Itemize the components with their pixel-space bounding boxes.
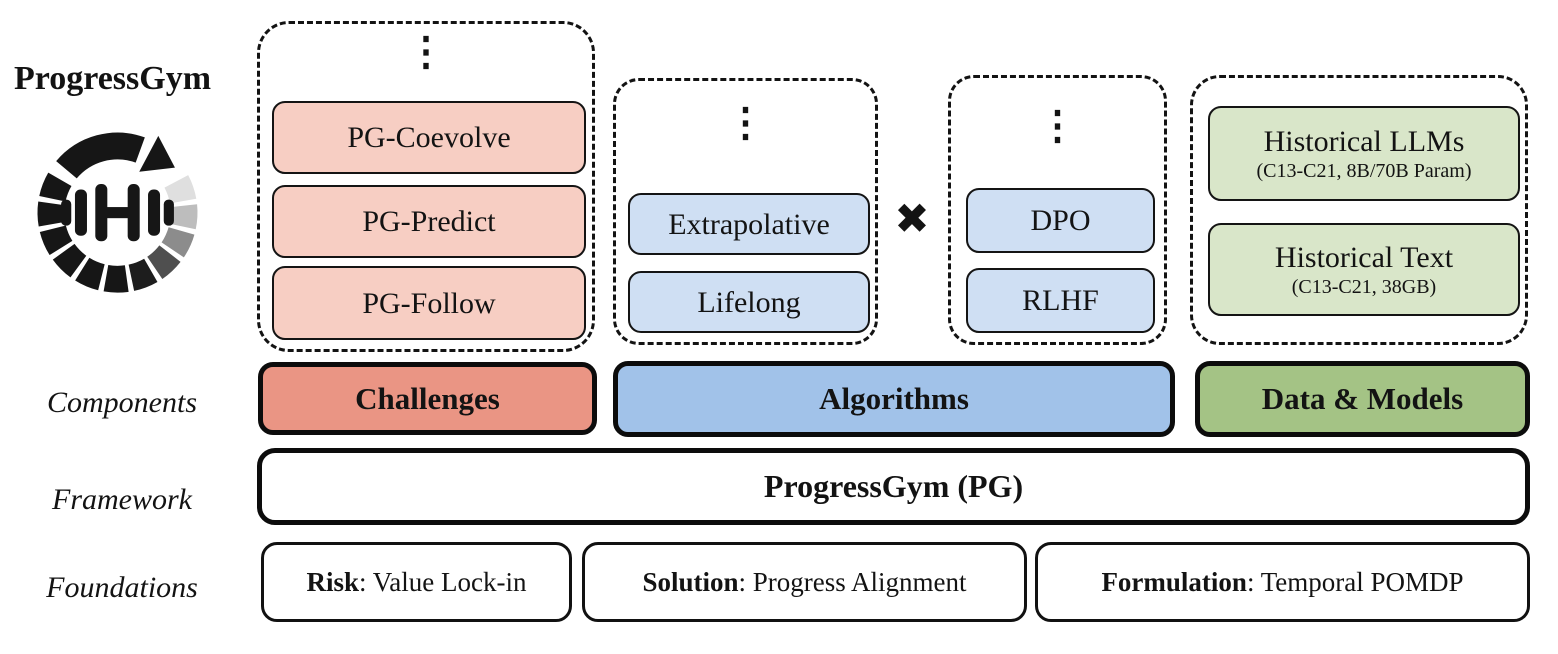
foundations-row-label: Foundations <box>46 571 198 604</box>
vertical-ellipsis-icon: ⋮ <box>725 99 766 146</box>
framework-row-label: Framework <box>52 483 192 516</box>
foundation-solution-box: Solution: Progress Alignment <box>582 542 1027 622</box>
algorithm-method-group: ⋮ DPO RLHF <box>948 75 1167 345</box>
foundation-risk-box: Risk: Value Lock-in <box>261 542 572 622</box>
vertical-ellipsis-icon: ⋮ <box>1037 102 1078 149</box>
algorithm-type-extrapolative: Extrapolative <box>628 193 870 255</box>
data-model-subtitle: (C13-C21, 8B/70B Param) <box>1256 160 1472 182</box>
challenges-group: ⋮ PG-Coevolve PG-Predict PG-Follow <box>257 21 595 352</box>
challenge-item-follow: PG-Follow <box>272 266 586 340</box>
data-models-component-box: Data & Models <box>1195 361 1530 437</box>
components-row-label: Components <box>47 386 197 419</box>
data-model-title: Historical LLMs <box>1263 125 1465 158</box>
foundation-text: : Progress Alignment <box>738 566 967 597</box>
data-model-item-llms: Historical LLMs (C13-C21, 8B/70B Param) <box>1208 106 1520 201</box>
algorithm-type-lifelong: Lifelong <box>628 271 870 333</box>
data-model-item-text: Historical Text (C13-C21, 38GB) <box>1208 223 1520 316</box>
challenge-item-predict: PG-Predict <box>272 185 586 258</box>
framework-box: ProgressGym (PG) <box>257 448 1530 525</box>
data-model-subtitle: (C13-C21, 38GB) <box>1291 276 1437 298</box>
algorithm-type-group: ⋮ Extrapolative Lifelong <box>613 78 878 345</box>
brand-title: ProgressGym <box>13 60 212 97</box>
foundation-text: : Temporal POMDP <box>1246 566 1464 597</box>
foundation-text: : Value Lock-in <box>359 566 527 597</box>
foundation-keyword: Formulation <box>1101 566 1247 597</box>
algorithm-method-rlhf: RLHF <box>966 268 1155 333</box>
foundation-formulation-box: Formulation: Temporal POMDP <box>1035 542 1530 622</box>
challenge-item-coevolve: PG-Coevolve <box>272 101 586 174</box>
data-models-group: Historical LLMs (C13-C21, 8B/70B Param) … <box>1190 75 1528 345</box>
foundation-keyword: Risk <box>306 566 360 597</box>
algorithm-method-dpo: DPO <box>966 188 1155 253</box>
data-model-title: Historical Text <box>1274 241 1454 274</box>
vertical-ellipsis-icon: ⋮ <box>406 28 446 75</box>
challenges-component-box: Challenges <box>258 362 597 435</box>
progressgym-logo <box>37 132 198 293</box>
algorithms-component-box: Algorithms <box>613 361 1175 437</box>
multiply-icon: ✖ <box>894 193 930 243</box>
foundation-keyword: Solution <box>642 566 739 597</box>
